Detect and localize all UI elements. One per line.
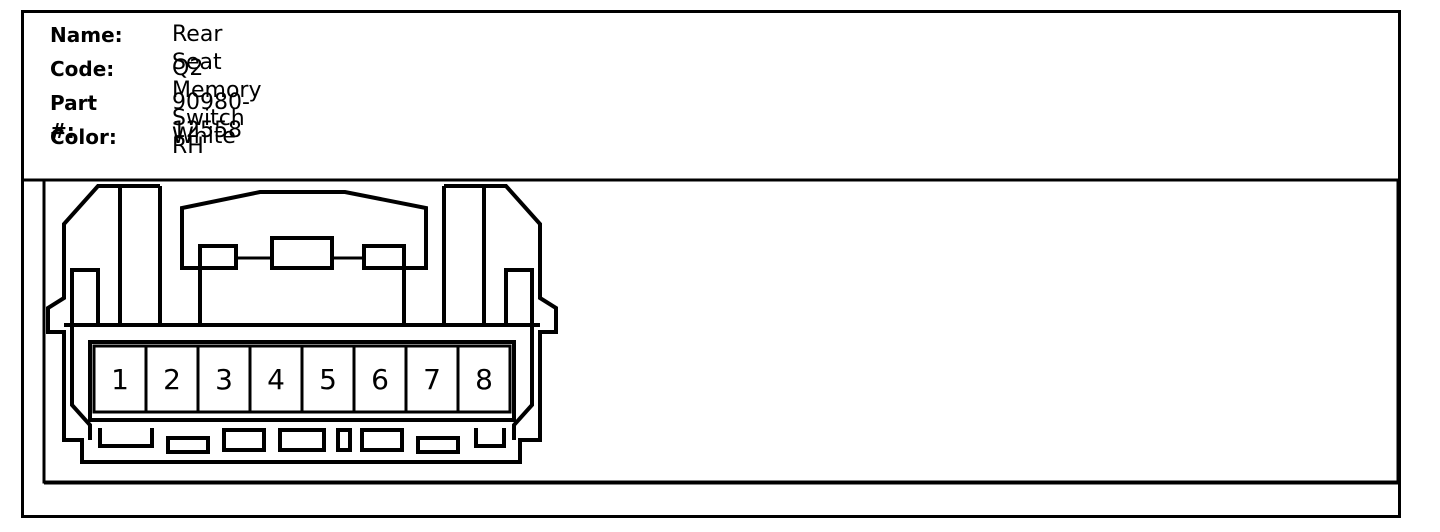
pin-cavity-7 [404,344,460,414]
pin-cavity-1 [92,344,148,414]
pin-cavity-2 [144,344,200,414]
pin-row: 1 2 3 4 5 6 7 8 [92,344,512,414]
pin-number: 5 [319,363,337,396]
connector-housing [46,184,558,464]
pin-number: 4 [267,363,285,396]
pin-cavity-6 [352,344,408,414]
pin-number: 8 [475,363,493,396]
center-lock [160,190,444,327]
connector-card: Name: Rear Seat Memory Switch RH Code: Q… [21,10,1401,518]
name-label: Name: [50,23,123,47]
name-value: Rear Seat Memory Switch RH [172,22,262,159]
pin-number: 3 [215,363,233,396]
diagram-panel [42,178,1400,484]
housing-outline [46,184,558,464]
pin-number: 7 [423,363,441,396]
pin-cavity-8 [456,344,512,414]
color-label: Color: [50,125,117,149]
pin-number: 1 [111,363,129,396]
part-number-value: 90980-12558 [172,90,250,143]
code-value: Q2 [172,56,204,81]
part-number-label: Part #: [50,91,98,143]
pin-number: 2 [163,363,181,396]
pin-cavity-3 [196,344,252,414]
code-label: Code: [50,57,115,81]
pin-cavity-5 [300,344,356,414]
pin-number: 6 [371,363,389,396]
color-value: White [172,124,236,149]
